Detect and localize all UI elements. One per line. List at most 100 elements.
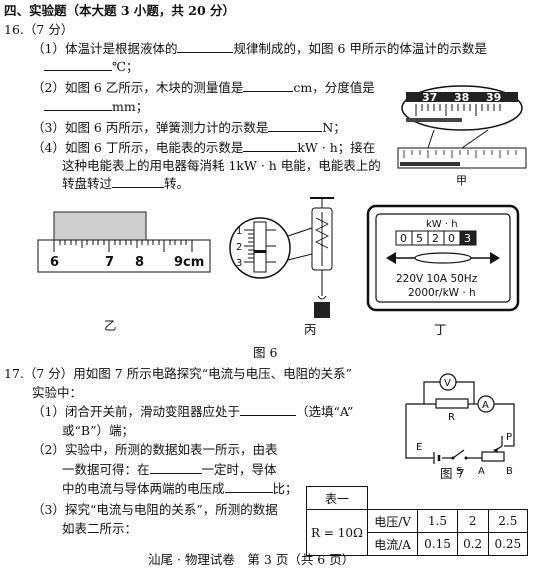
answer-blank[interactable] (112, 176, 165, 188)
circuit-label-end-b: B (506, 466, 513, 477)
answer-blank[interactable] (149, 462, 202, 474)
meter-digit: 0 (448, 232, 455, 245)
scale-tick-label: 3 (236, 258, 242, 269)
circuit-label-source: E (416, 442, 422, 453)
q17-p2-text-c: 一定时，导体 (201, 462, 277, 477)
scale-magnified-slot (253, 221, 267, 273)
answer-blank[interactable] (239, 404, 296, 416)
answer-blank[interactable] (44, 59, 112, 71)
answer-blank[interactable] (177, 41, 234, 53)
spring-scale-figure: 1 2 3 (229, 197, 334, 318)
table-cell-voltage: 2 (456, 509, 489, 533)
figure7-caption: 图 7 (440, 466, 465, 481)
q16-part1: （1）体温计是根据液体的 规律制成的，如图 6 甲所示的体温计的示数是 (32, 41, 487, 57)
circuit-label-resistor: R (448, 412, 455, 423)
q16-part2: （2）如图 6 乙所示，木块的测量值是 cm，分度值是 (32, 80, 375, 96)
section-title: 四、实验题（本大题 3 小题，共 20 分） (4, 3, 236, 18)
meter-decimal-digit-box (459, 230, 477, 246)
q17-line2: 实验中： (32, 385, 83, 400)
q16-part1-cont: ℃； (44, 59, 138, 75)
thermometer-top-band (406, 92, 518, 102)
rheostat-slider (495, 436, 503, 451)
switch-contact (464, 456, 468, 460)
meter-spec-line2: 2000r/kW · h (408, 287, 476, 299)
scale-tick-label: 2 (236, 242, 242, 253)
q17-p1-text-b: （选填“A” (295, 404, 354, 419)
meter-disk (414, 252, 472, 264)
figure6-caption: 图 6 (253, 345, 278, 360)
magnifier-pointer (287, 253, 313, 261)
hanging-weight (314, 302, 330, 318)
q16-p2-text-a: （2）如图 6 乙所示，木块的测量值是 (32, 80, 244, 95)
answer-blank[interactable] (243, 80, 294, 92)
page-footer: 汕尾 · 物理试卷 第 3 页（共 6 页） (148, 552, 355, 567)
q16-p4-line3-b: 转。 (164, 176, 190, 191)
q17-part1-cont: 或“B”）端； (62, 423, 134, 438)
table-row: R = 10Ω 电压/V 1.5 2 2.5 (306, 509, 529, 556)
q17-p2-text-b: 一数据可得：在 (62, 462, 150, 477)
answer-blank[interactable] (224, 481, 273, 493)
circuit-label-switch: S (456, 466, 462, 477)
ruler-tick-label: 8 (135, 255, 144, 270)
q16-part4-line3: 转盘转过 转。 (62, 176, 189, 192)
answer-blank[interactable] (243, 140, 298, 152)
scale-spring (315, 217, 329, 249)
magnifier-pointer (427, 129, 435, 149)
circuit-label-end-a: A (478, 466, 485, 477)
q16-part2-cont: mm； (44, 99, 148, 115)
q16-p4-text-b: kW · h；接在 (297, 140, 376, 155)
scale-pointer (254, 250, 266, 253)
ruler-ticks (53, 240, 193, 252)
q16-part4-line2: 这种电能表上的用电器每消耗 1kW · h 电能，电能表上的 (62, 158, 381, 173)
table-title: 表一 (306, 486, 368, 510)
table-row-label-current: 电流/A (366, 532, 419, 556)
switch-lever (452, 449, 465, 459)
magnifier-pointer (461, 129, 489, 149)
scale-tick-label: 1 (236, 226, 242, 237)
ruler-figure: 6 7 8 9cm (37, 211, 211, 273)
thermometer-body-ticks (403, 150, 517, 158)
answer-blank[interactable] (268, 120, 323, 132)
scale-hook-curve (317, 295, 327, 300)
q16-p1-text-a: （1）体温计是根据液体的 (32, 41, 178, 56)
table-blank-cell (366, 486, 528, 510)
meter-arrow-right (490, 252, 500, 264)
q16-p3-text-a: （3）如图 6 丙所示，弹簧测力计的示数是 (32, 120, 269, 135)
table-one: 表一 R = 10Ω 电压/V 1.5 2 2.5 电流/A 0.15 0.2 … (306, 486, 529, 556)
rheostat-slider-arrow (493, 448, 498, 453)
meter-unit-label: kW · h (426, 219, 458, 230)
figure-label-yi: 乙 (104, 318, 117, 333)
ruler-tick-label: 9cm (174, 255, 204, 270)
ruler-body (37, 239, 211, 273)
thermometer-magnified-ticks (415, 104, 501, 116)
q17-line1: 17.（7 分）用如图 7 所示电路探究“电流与电压、电阻的关系” (4, 366, 352, 381)
q17-p1-text-a: （1）闭合开关前，滑动变阻器应处于 (32, 404, 240, 419)
q16-p1-text-b: 规律制成的，如图 6 甲所示的体温计的示数是 (233, 41, 487, 56)
voltmeter-symbol (439, 373, 457, 391)
q16-p2-text-b: cm，分度值是 (293, 80, 375, 95)
q17-part2-line3: 中的电流与导体两端的电压成比； (62, 481, 298, 497)
q17-part1: （1）闭合开关前，滑动变阻器应处于 （选填“A” (32, 404, 353, 420)
meter-digit: 5 (416, 232, 423, 245)
circuit-wires (405, 381, 515, 459)
thermometer-body-liquid (400, 162, 460, 166)
circuit-label-ammeter: A (482, 400, 489, 411)
table-row-label-voltage: 电压/V (366, 509, 419, 533)
table-cell-voltage: 1.5 (417, 509, 458, 533)
circuit-label-voltmeter: V (444, 378, 451, 389)
energy-meter-figure: kW · h 0 5 2 0 3 220V 10A 50Hz 2000r/kW … (366, 204, 520, 312)
circuit-figure: V R A E S P A B (405, 373, 515, 477)
q16-number: 16. (4, 22, 24, 37)
meter-digit: 2 (432, 232, 439, 245)
wooden-block (53, 211, 147, 241)
answer-blank[interactable] (44, 99, 112, 111)
resistor-symbol (435, 398, 469, 409)
q16-p4-line3-a: 转盘转过 (62, 176, 113, 191)
ammeter-symbol (477, 395, 495, 413)
circuit-label-slider: P (506, 432, 512, 443)
meter-digit: 0 (400, 232, 407, 245)
thermometer-liquid-column (406, 118, 462, 122)
table-cell-voltage: 2.5 (487, 509, 529, 533)
q17-part3-cont: 如表二所示： (62, 521, 138, 536)
